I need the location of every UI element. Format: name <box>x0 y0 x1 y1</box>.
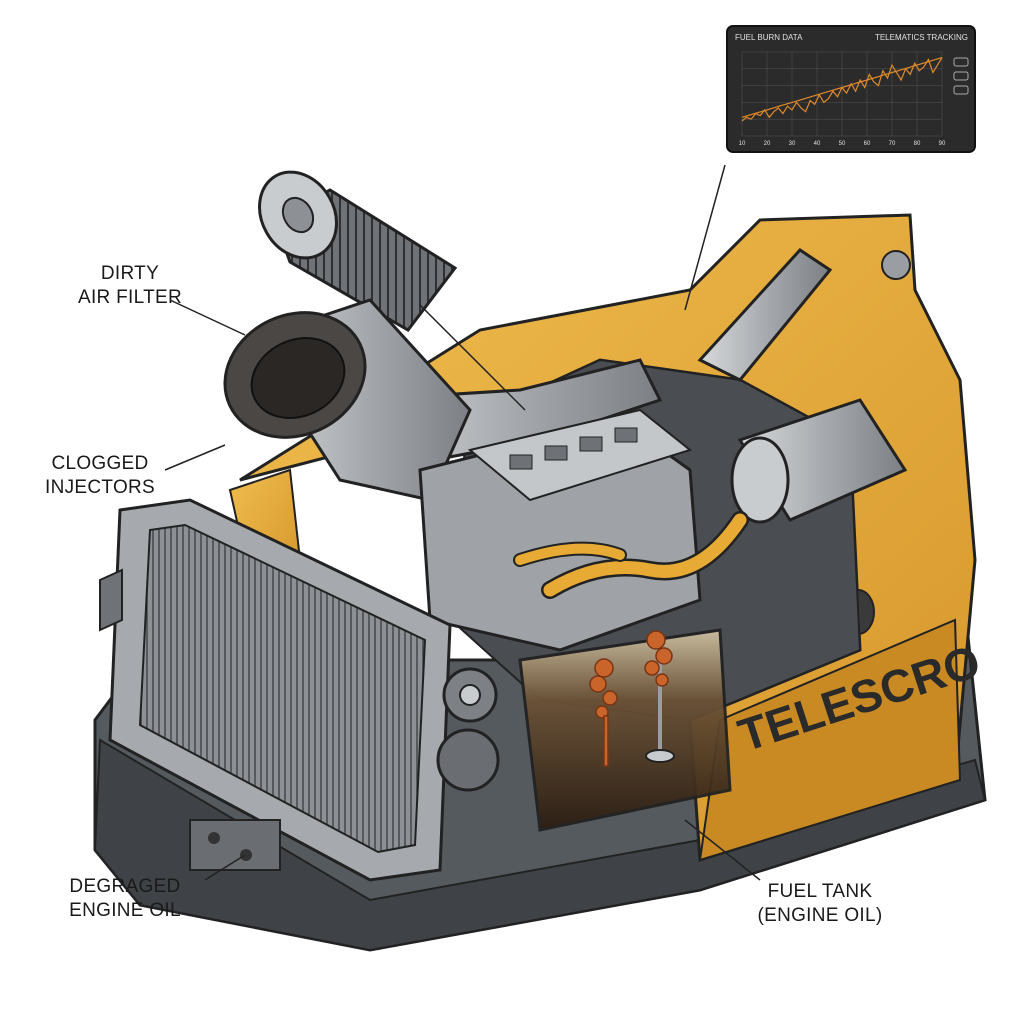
panel-toggle-icon[interactable] <box>953 71 969 81</box>
pulleys <box>436 667 500 792</box>
telemetry-x-ticks: 10 20 30 40 50 60 70 80 90 <box>739 141 946 147</box>
label-clogged-injectors: CLOGGED INJECTORS <box>10 452 190 500</box>
x-tick-label: 90 <box>939 141 946 147</box>
x-tick-label: 80 <box>914 141 921 147</box>
x-tick-label: 50 <box>839 141 846 147</box>
label-line: FUEL TANK <box>767 881 873 902</box>
panel-toggle-icon[interactable] <box>953 57 969 67</box>
radiator <box>99 498 452 882</box>
label-degraded-engine-oil: DEGRAGED ENGINE OIL <box>35 875 215 923</box>
telemetry-title-right: TELEMATICS TRACKING <box>875 33 968 42</box>
label-dirty-air-filter: DIRTY AIR FILTER <box>40 262 220 310</box>
label-line: INJECTORS <box>44 477 156 498</box>
panel-toggle-icon[interactable] <box>953 85 969 95</box>
telemetry-title-left: FUEL BURN DATA <box>735 33 803 42</box>
clogged-injector-deposits <box>589 630 673 767</box>
x-tick-label: 60 <box>864 141 871 147</box>
label-line: ENGINE OIL <box>69 900 181 921</box>
tow-hitch <box>189 819 281 871</box>
label-line: DIRTY <box>100 263 160 284</box>
x-tick-label: 70 <box>889 141 896 147</box>
x-tick-label: 30 <box>789 141 796 147</box>
x-tick-label: 40 <box>814 141 821 147</box>
air-filter-cartridge <box>258 170 458 332</box>
leader-lines <box>164 164 761 881</box>
turbo-canister <box>730 398 908 524</box>
label-line: AIR FILTER <box>78 287 182 308</box>
label-line: CLOGGED <box>51 453 149 474</box>
x-tick-label: 20 <box>764 141 771 147</box>
telemetry-fuel-burn-line <box>741 57 943 122</box>
engine-block <box>418 408 702 652</box>
label-line: DEGRAGED <box>69 876 181 897</box>
telemetry-grid <box>741 51 943 137</box>
telemetry-panel: FUEL BURN DATA TELEMATICS TRACKING 10 20 3… <box>726 25 976 153</box>
dirty-filter-housing <box>223 298 472 502</box>
label-line: (ENGINE OIL) <box>757 905 883 926</box>
x-tick-label: 10 <box>739 141 746 147</box>
fuel-lines <box>513 511 749 599</box>
label-fuel-tank: FUEL TANK (ENGINE OIL) <box>730 880 910 928</box>
